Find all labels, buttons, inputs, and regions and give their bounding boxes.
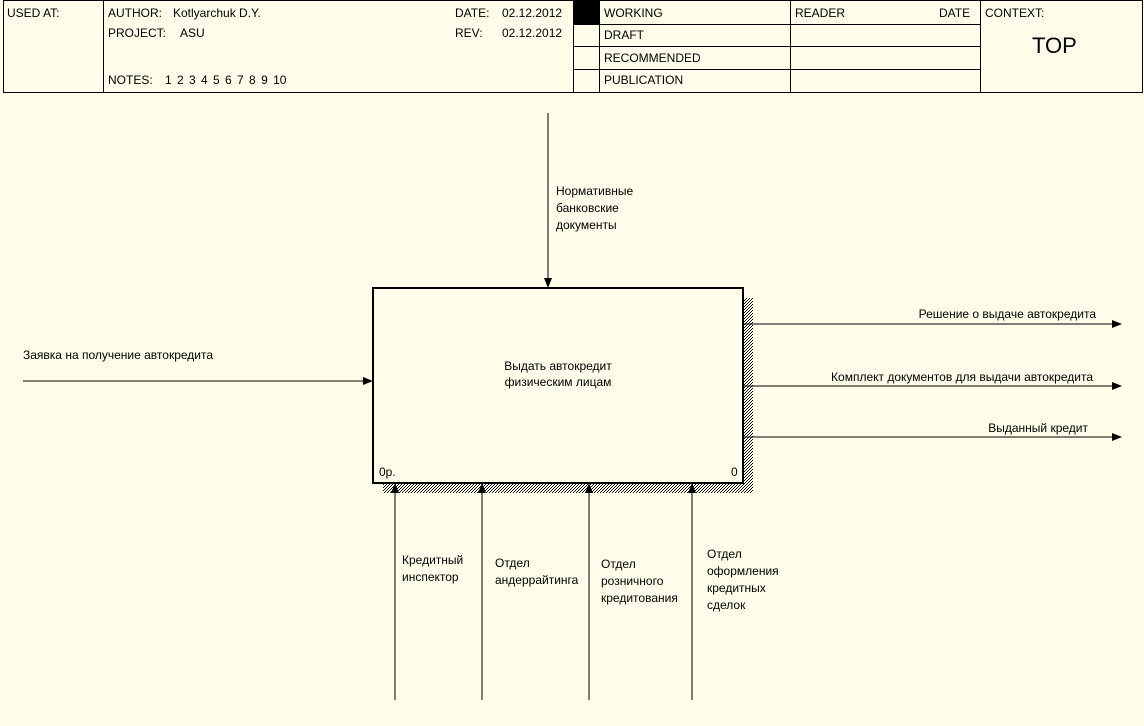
- date-label: DATE:: [455, 6, 490, 20]
- activity-box[interactable]: [372, 287, 744, 484]
- header-grid: [3, 0, 1143, 93]
- reader-date-label: DATE: [939, 6, 971, 20]
- status-draft: DRAFT: [604, 28, 644, 42]
- output-label-documents: Комплект документов для выдачи автокреди…: [831, 370, 1093, 384]
- author-label: AUTHOR:: [108, 6, 162, 20]
- mechanism-label-inspector: Кредитный инспектор: [402, 553, 464, 584]
- output-label-credit: Выданный кредит: [988, 421, 1088, 435]
- control-label: Нормативные банковские документы: [556, 184, 634, 232]
- status-working: WORKING: [604, 6, 663, 20]
- reader-label: READER: [795, 6, 846, 20]
- status-publication: PUBLICATION: [604, 73, 684, 87]
- mechanism-label-deals: Отдел оформления кредитных сделок: [707, 547, 779, 612]
- project-label: PROJECT:: [108, 26, 167, 40]
- used-at-label: USED AT:: [7, 6, 60, 20]
- mechanism-label-underwriting: Отдел андеррайтинга: [495, 556, 579, 587]
- activity-number: 0: [731, 465, 738, 479]
- activity-label: Выдать автокредит физическим лицам: [504, 359, 612, 389]
- project-value: ASU: [180, 26, 205, 40]
- author-value: Kotlyarchuk D.Y.: [173, 6, 261, 20]
- notes-label: NOTES:: [108, 73, 153, 87]
- mechanism-label-retail: Отдел розничного кредитования: [601, 557, 678, 605]
- diagram-header: USED AT: AUTHOR: Kotlyarchuk D.Y. DATE: …: [0, 0, 1144, 93]
- context-value: TOP: [1032, 33, 1077, 58]
- rev-value: 02.12.2012: [502, 26, 563, 40]
- working-indicator: [574, 1, 599, 24]
- output-label-decision: Решение о выдаче автокредита: [918, 307, 1096, 321]
- notes-list: 1 2 3 4 5 6 7 8 9 10: [165, 73, 287, 87]
- activity-shadow-bottom: [383, 483, 753, 493]
- status-recommended: RECOMMENDED: [604, 51, 701, 65]
- activity-shadow-right: [743, 298, 753, 493]
- date-value: 02.12.2012: [502, 6, 563, 20]
- context-label: CONTEXT:: [985, 6, 1045, 20]
- input-label: Заявка на получение автокредита: [23, 348, 214, 362]
- activity-node-ref: 0р.: [379, 465, 396, 479]
- rev-label: REV:: [455, 26, 483, 40]
